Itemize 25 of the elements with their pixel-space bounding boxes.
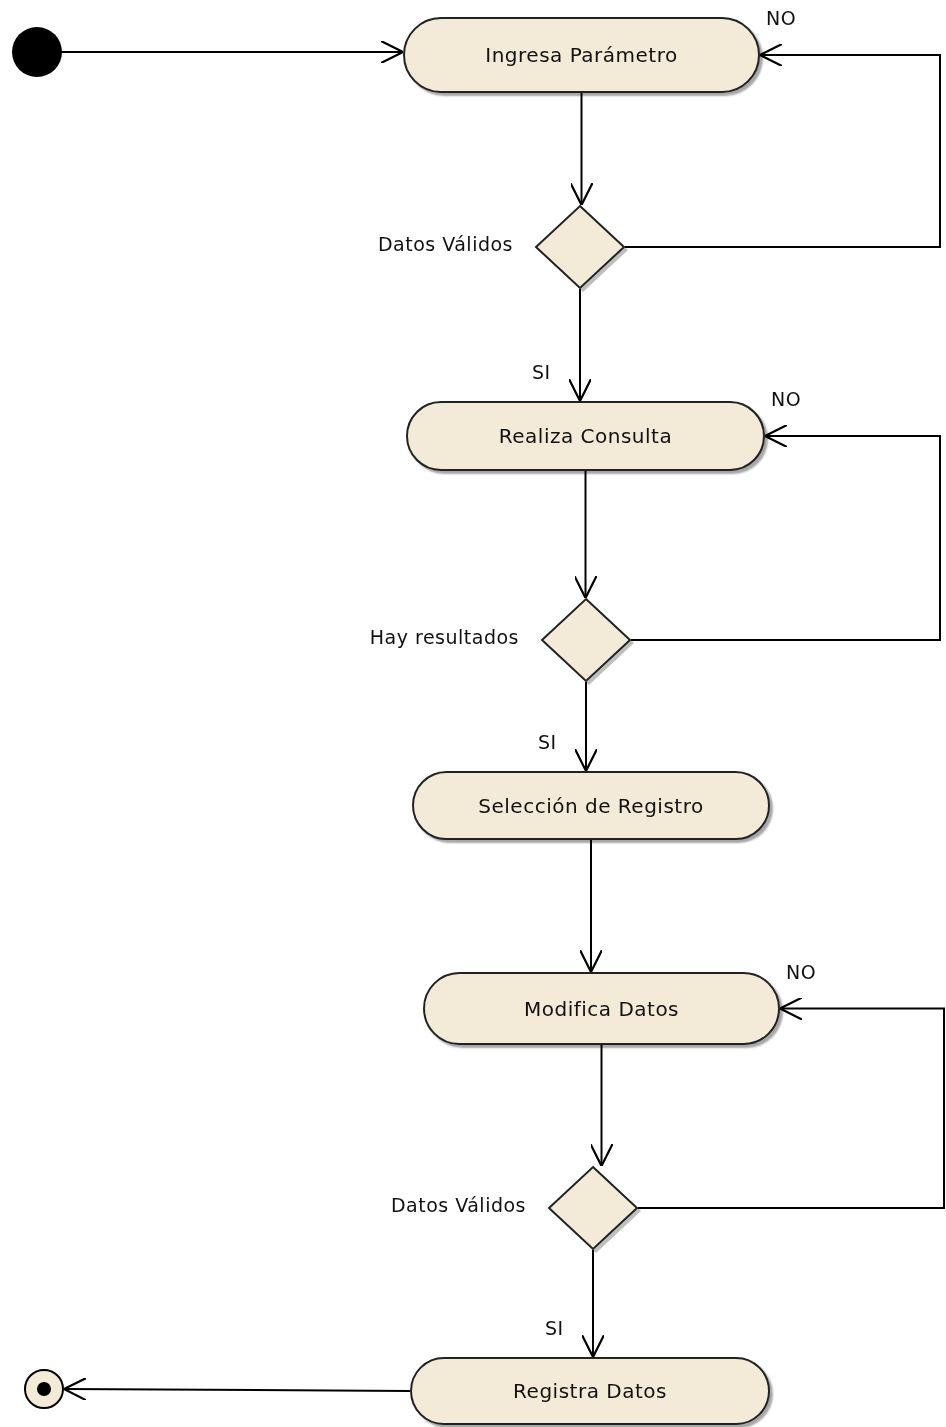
decision-diamond <box>535 205 625 289</box>
arrow <box>567 288 593 403</box>
arrow <box>573 470 598 600</box>
arrow <box>569 92 594 207</box>
arrow <box>61 39 405 65</box>
arrow <box>62 1377 411 1402</box>
arrow <box>573 681 599 773</box>
arrow <box>637 996 945 1209</box>
decision-label: Datos Válidos <box>377 233 513 255</box>
action-box: Modifica Datos <box>423 972 780 1045</box>
start-node <box>12 27 62 77</box>
decision-diamond <box>541 598 631 682</box>
action-box: Realiza Consulta <box>406 401 765 471</box>
arrow <box>630 423 941 641</box>
decision-label: Hay resultados <box>369 626 519 648</box>
arrow <box>589 1044 614 1168</box>
arrow <box>578 839 604 974</box>
end-node <box>24 1369 64 1409</box>
arrow <box>624 42 941 248</box>
arrow <box>580 1249 606 1359</box>
action-box: Ingresa Parámetro <box>403 17 760 93</box>
decision-label: Datos Válidos <box>390 1194 526 1216</box>
action-box: Selección de Registro <box>412 771 770 840</box>
decision-diamond <box>548 1166 638 1250</box>
action-box: Registra Datos <box>410 1357 770 1425</box>
